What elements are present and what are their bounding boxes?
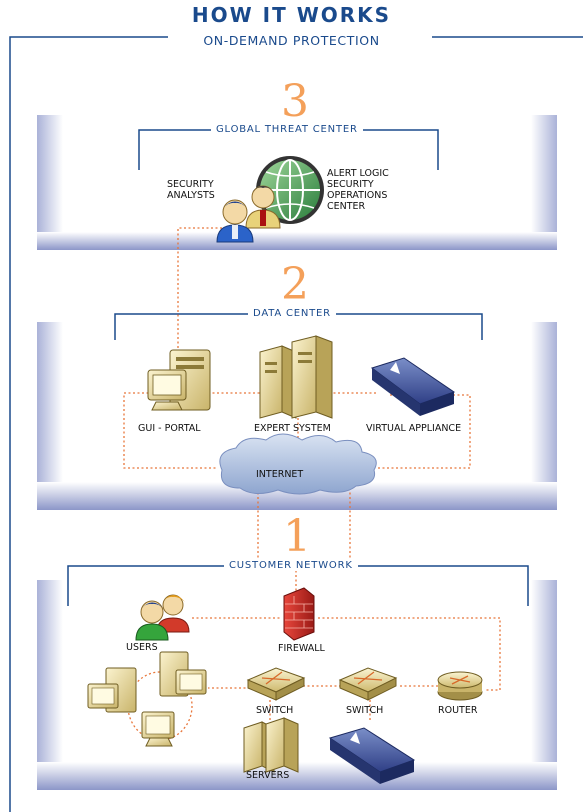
label-alert-logic-soc: ALERT LOGIC SECURITY OPERATIONS CENTER bbox=[327, 168, 389, 212]
label-security-analysts: SECURITY ANALYSTS bbox=[167, 179, 215, 201]
tier-1-number: 1 bbox=[283, 511, 311, 562]
firewall-icon bbox=[283, 587, 315, 641]
label-gui-portal: GUI - PORTAL bbox=[138, 423, 201, 434]
switch-1-icon bbox=[246, 667, 306, 701]
customer-appliance-icon bbox=[328, 727, 416, 784]
section-title-customer-network: CUSTOMER NETWORK bbox=[224, 560, 358, 571]
user-workstations-icon bbox=[87, 651, 207, 747]
router-icon bbox=[437, 671, 483, 701]
soc-globe-icon bbox=[256, 156, 324, 224]
label-firewall: FIREWALL bbox=[278, 643, 325, 654]
gui-portal-icon bbox=[147, 349, 211, 411]
switch-2-icon bbox=[338, 667, 398, 701]
tier-3-number: 3 bbox=[281, 76, 309, 127]
section-title-global-threat-center: GLOBAL THREAT CENTER bbox=[211, 124, 363, 135]
users-icon bbox=[135, 594, 190, 641]
label-switch-1: SWITCH bbox=[256, 705, 294, 716]
internet-cloud-icon bbox=[219, 433, 377, 495]
label-users: USERS bbox=[126, 642, 158, 653]
label-servers: SERVERS bbox=[246, 770, 290, 781]
tier-2-number: 2 bbox=[281, 259, 309, 310]
label-router: ROUTER bbox=[438, 705, 478, 716]
expert-system-icon bbox=[259, 335, 333, 419]
section-title-data-center: DATA CENTER bbox=[248, 308, 336, 319]
label-expert-system: EXPERT SYSTEM bbox=[254, 423, 331, 434]
security-analysts-icon bbox=[216, 185, 281, 243]
servers-icon bbox=[243, 717, 299, 773]
page-title: HOW IT WORKS bbox=[191, 3, 392, 27]
outer-frame bbox=[9, 36, 168, 812]
page-subtitle: ON-DEMAND PROTECTION bbox=[203, 33, 380, 48]
label-switch-2: SWITCH bbox=[346, 705, 384, 716]
label-virtual-appliance: VIRTUAL APPLIANCE bbox=[366, 423, 462, 434]
label-internet: INTERNET bbox=[256, 469, 304, 480]
virtual-appliance-icon bbox=[370, 357, 456, 416]
